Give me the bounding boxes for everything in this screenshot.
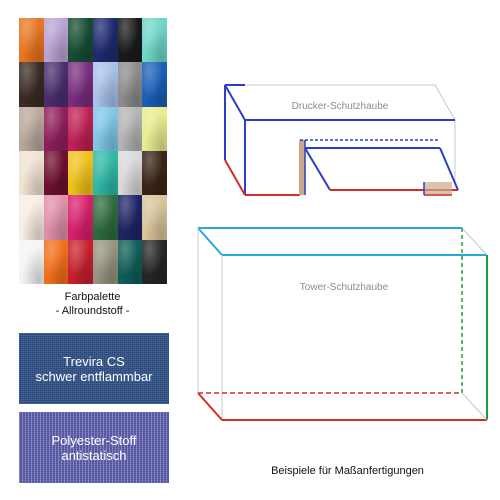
tower-top-left-diag xyxy=(197,227,223,256)
printer-flap-left xyxy=(304,147,331,191)
palette-swatch xyxy=(142,195,167,240)
palette-swatch xyxy=(43,62,69,107)
tower-top-right-diag xyxy=(461,227,488,256)
palette-swatch xyxy=(68,150,93,196)
palette-swatch xyxy=(117,106,143,151)
trevira-title: Trevira CS xyxy=(63,353,125,369)
palette-swatch xyxy=(117,150,143,196)
palette-swatch xyxy=(19,18,44,63)
palette-swatch xyxy=(117,195,143,240)
printer-edge-back-right xyxy=(434,84,456,121)
polyester-fabric-swatch: Polyester-Stoff antistatisch xyxy=(19,412,169,483)
trevira-subtitle: schwer entflammbar xyxy=(35,368,153,384)
palette-swatch xyxy=(92,106,118,151)
printer-edge-top-diag xyxy=(224,84,246,121)
printer-flap-right xyxy=(439,147,459,191)
color-palette xyxy=(19,18,167,284)
palette-swatch xyxy=(92,195,118,240)
palette-swatch xyxy=(43,195,69,240)
polyester-title: Polyester-Stoff xyxy=(51,432,137,448)
palette-subcaption: - Allroundstoff - xyxy=(55,305,130,317)
palette-swatch xyxy=(117,18,143,63)
palette-swatch xyxy=(19,195,44,240)
printer-right-face xyxy=(424,182,452,195)
palette-swatch xyxy=(43,239,69,284)
palette-swatch xyxy=(43,18,69,63)
palette-swatch xyxy=(92,18,118,63)
printer-edge-bottom-diag xyxy=(224,159,246,196)
palette-swatch xyxy=(19,106,44,151)
palette-swatch xyxy=(142,62,167,107)
palette-swatch xyxy=(68,195,93,240)
tower-bottom-left-diag xyxy=(197,392,223,421)
palette-swatch xyxy=(19,62,44,107)
palette-swatch xyxy=(142,18,167,63)
palette-swatch xyxy=(68,106,93,151)
palette-swatch xyxy=(43,106,69,151)
palette-swatch xyxy=(92,62,118,107)
palette-swatch xyxy=(142,239,167,284)
palette-swatch xyxy=(142,150,167,196)
tower-cover-drawing: Tower-Schutzhaube xyxy=(197,227,488,421)
palette-swatch xyxy=(19,239,44,284)
palette-swatch xyxy=(117,62,143,107)
palette-swatch xyxy=(43,150,69,196)
palette-caption: Farbpalette xyxy=(64,291,121,303)
trevira-fabric-swatch: Trevira CS schwer entflammbar xyxy=(19,333,169,404)
palette-swatch xyxy=(92,150,118,196)
printer-cover-label: Drucker-Schutzhaube xyxy=(292,101,389,112)
tower-bottom-right-diag xyxy=(461,392,488,421)
custom-examples-caption: Beispiele für Maßanfertigungen xyxy=(271,465,424,477)
palette-swatch xyxy=(142,106,167,151)
tower-cover-label: Tower-Schutzhaube xyxy=(300,282,389,293)
palette-swatch xyxy=(68,62,93,107)
palette-swatch xyxy=(92,239,118,284)
printer-inner-face xyxy=(299,140,305,195)
palette-swatch xyxy=(117,239,143,284)
palette-swatch xyxy=(68,239,93,284)
palette-swatch xyxy=(68,18,93,63)
printer-cover-drawing: Drucker-Schutzhaube xyxy=(224,84,459,196)
palette-swatch xyxy=(19,150,44,196)
polyester-subtitle: antistatisch xyxy=(61,447,127,463)
